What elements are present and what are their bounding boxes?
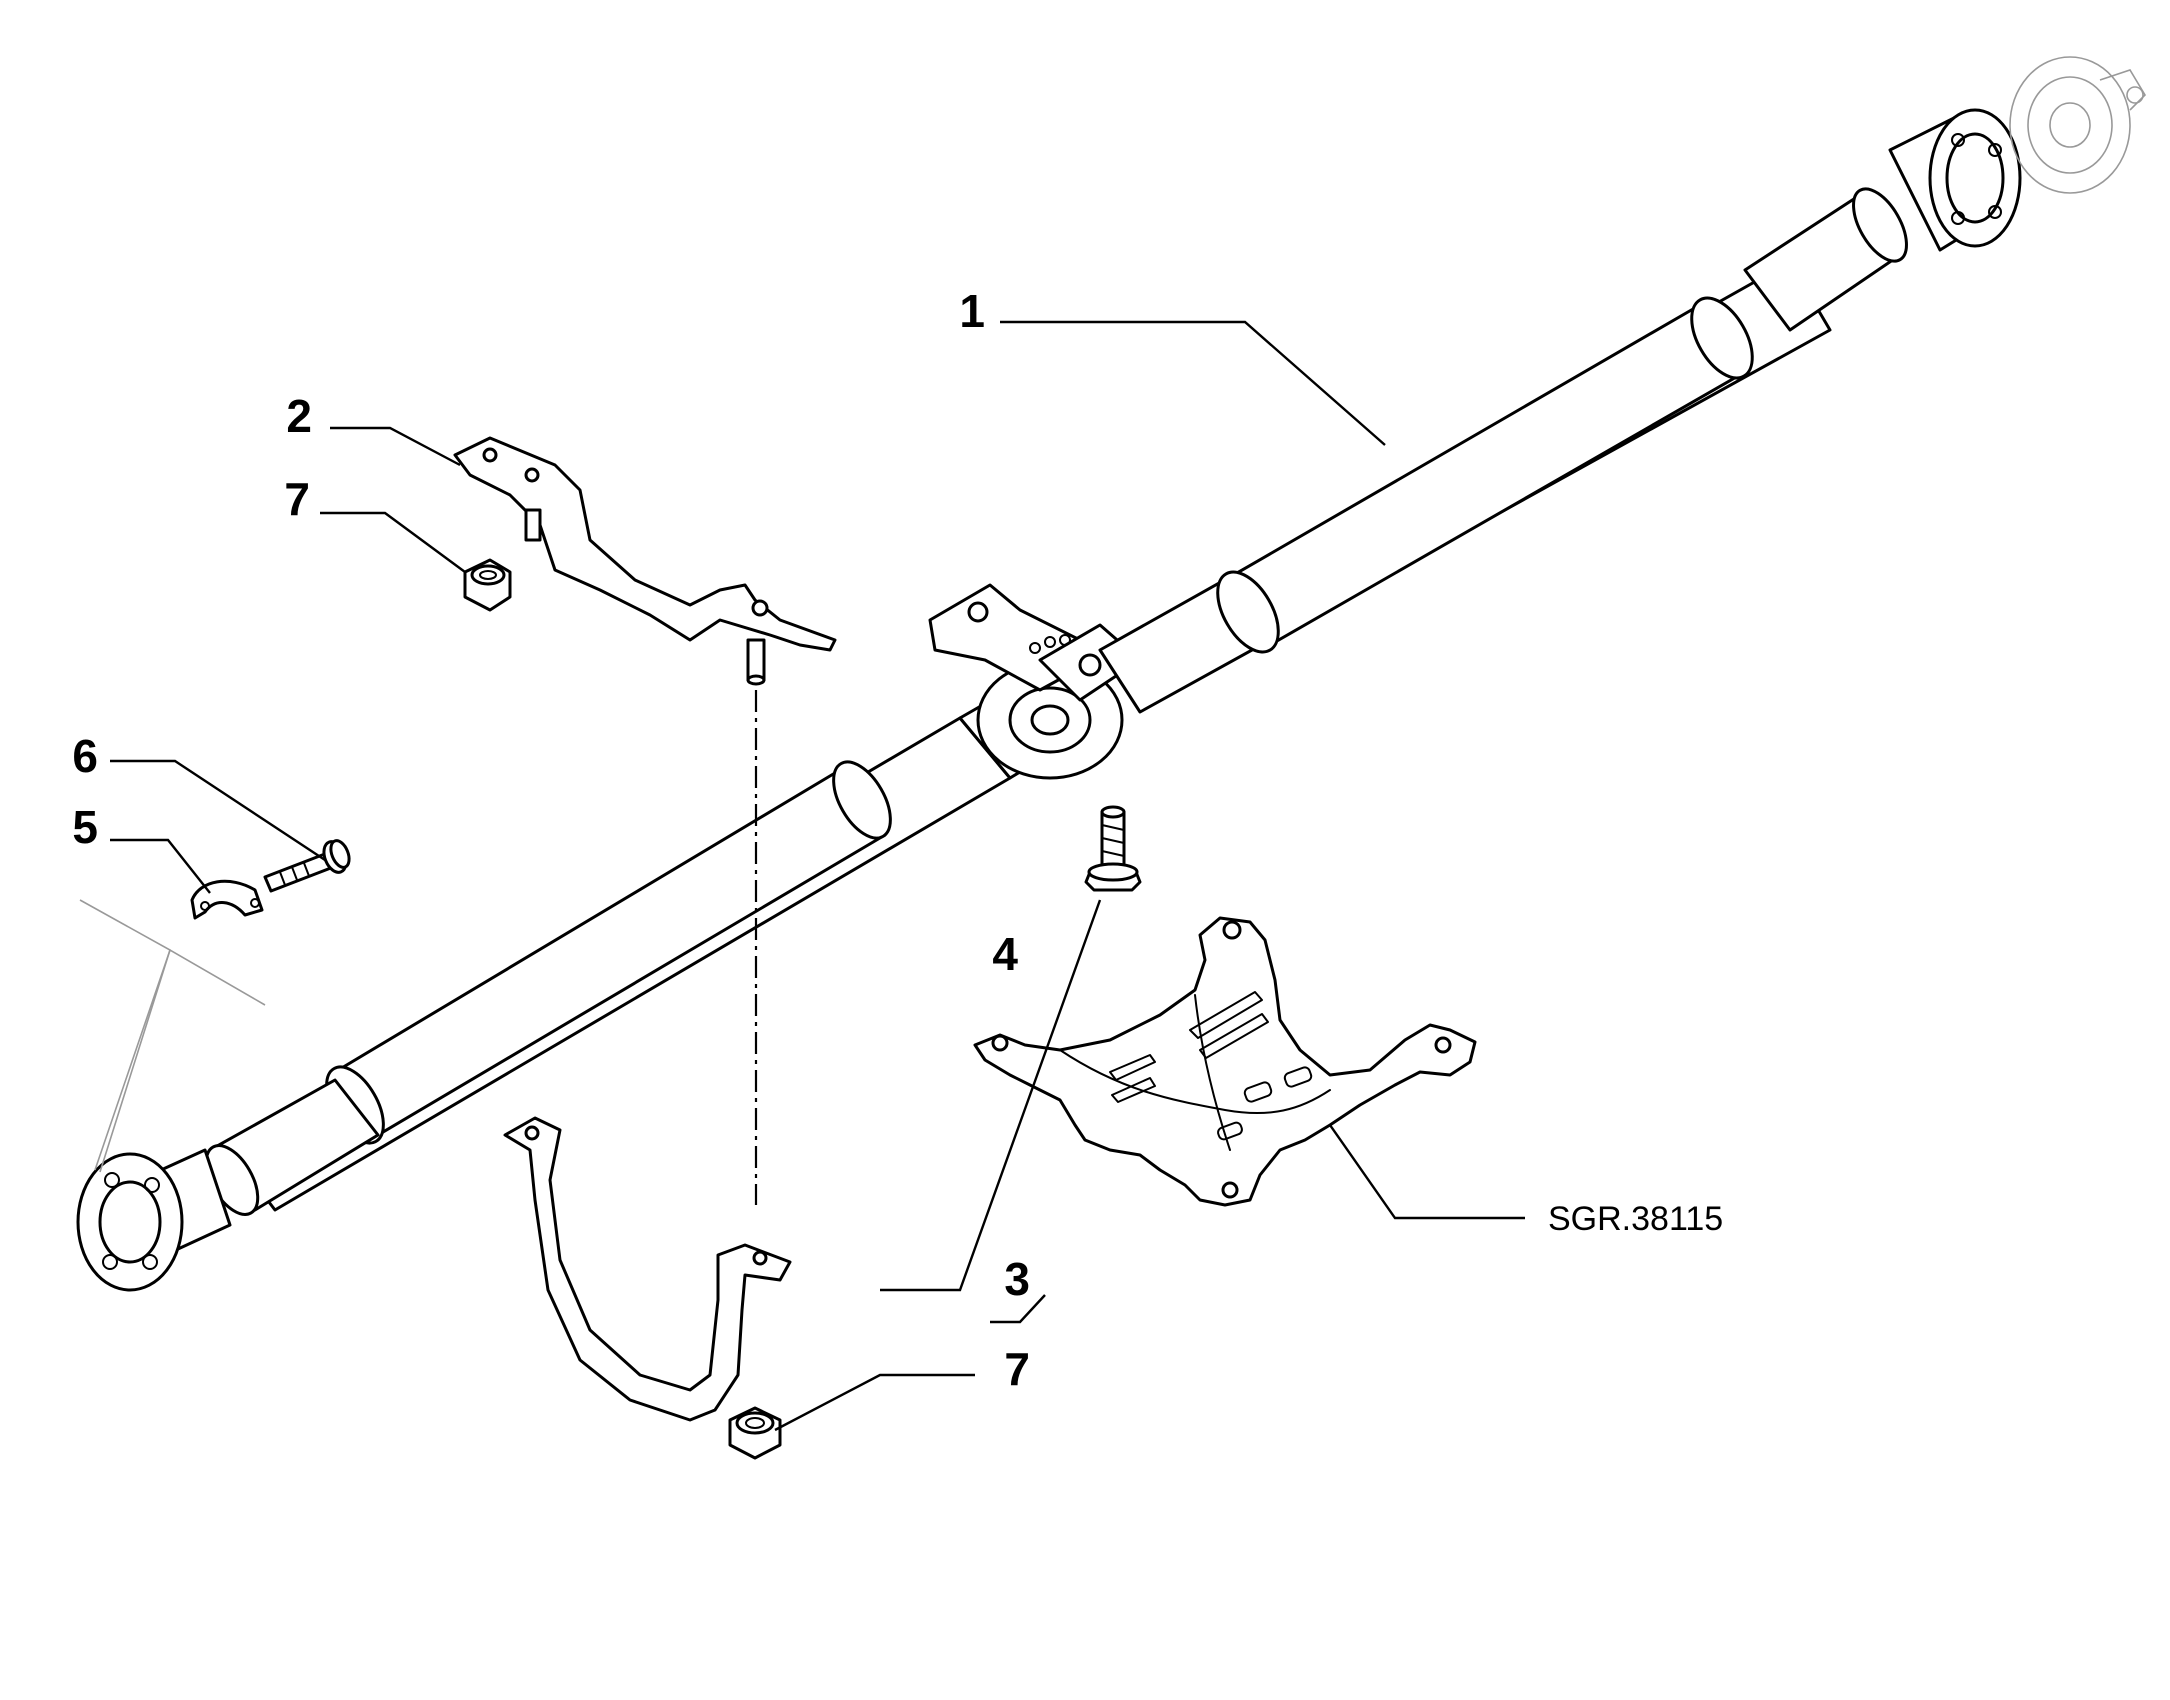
- lower-strap[interactable]: [503, 1116, 792, 1422]
- propeller-shaft[interactable]: [76, 56, 2147, 1292]
- flange-nut-lower[interactable]: [728, 1406, 782, 1460]
- callout-labels: 1 2 7 6 5 4 3 7 SGR.38115: [72, 285, 1723, 1395]
- flange-bolt[interactable]: [1084, 805, 1142, 892]
- rear-flexible-joint: [2009, 56, 2147, 194]
- flange-nut-upper[interactable]: [463, 558, 512, 612]
- upper-bracket[interactable]: [453, 436, 837, 686]
- callout-7-lower: 7: [1004, 1343, 1030, 1395]
- callout-5: 5: [72, 801, 98, 853]
- front-flange: [76, 1148, 232, 1292]
- callout-6: 6: [72, 730, 98, 782]
- callout-3: 3: [1004, 1253, 1030, 1305]
- crossmember[interactable]: [973, 916, 1477, 1207]
- callout-4: 4: [992, 928, 1018, 980]
- screw[interactable]: [263, 838, 353, 893]
- callout-1: 1: [959, 285, 985, 337]
- callout-7-upper: 7: [284, 473, 310, 525]
- retaining-clip[interactable]: [190, 879, 264, 920]
- reference-code: SGR.38115: [1548, 1200, 1723, 1238]
- leader-lines: [110, 320, 1525, 1432]
- rear-flange: [1888, 108, 2022, 252]
- callout-2: 2: [286, 390, 312, 442]
